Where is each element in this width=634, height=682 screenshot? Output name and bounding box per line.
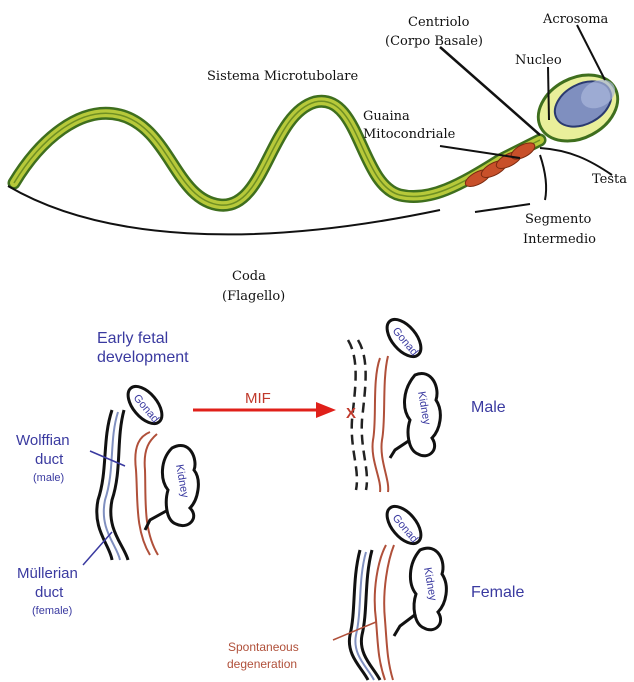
label-sistema-microtubolare: Sistema Microtubolare [207,69,359,84]
label-early-fetal: Early fetal [97,330,168,347]
label-mitocondriale: Mitocondriale [363,127,456,142]
label-development: development [97,349,189,366]
label-female: Female [471,584,524,601]
label-coda: Coda [232,269,266,284]
sperm-diagram: Centriolo (Corpo Basale) Acrosoma Nucleo… [8,12,629,304]
label-wolffian-duct: duct [35,451,64,468]
label-degeneration: degeneration [227,657,297,671]
early-ducts: Gonad Kidney [83,380,198,565]
label-spontaneous: Spontaneous [228,640,299,654]
label-flagello: (Flagello) [222,289,285,304]
label-intermedio: Intermedio [523,232,596,247]
label-mullerian: Müllerian [17,565,78,582]
fetal-diagram: Early fetal development Gonad Kidney Wol… [16,313,524,680]
label-mullerian-duct: duct [35,584,64,601]
x-mark: X [346,405,356,422]
label-testa: Testa [592,172,627,187]
label-male: Male [471,399,506,416]
label-nucleo: Nucleo [515,53,562,68]
label-mullerian-female: (female) [32,605,72,617]
label-corpo-basale: (Corpo Basale) [385,34,483,49]
label-guaina: Guaina [363,109,410,124]
label-centriolo: Centriolo [408,15,470,30]
female-ducts: Gonad Kidney [333,500,446,680]
label-acrosoma: Acrosoma [542,12,609,27]
label-segmento: Segmento [525,212,592,227]
label-wolffian-male: (male) [33,472,64,484]
male-ducts: Gonad Kidney X [346,313,440,492]
label-mif: MIF [245,390,271,407]
mitochondrial-sheath [463,140,537,190]
label-wolffian: Wolffian [16,432,70,449]
